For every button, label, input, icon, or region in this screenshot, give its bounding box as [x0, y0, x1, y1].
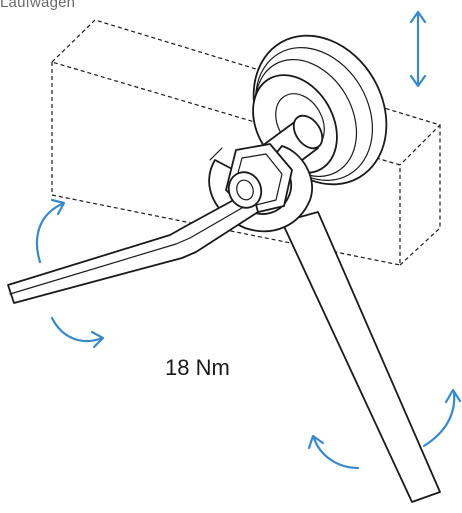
- curved-rotate-arrow-icon: [35, 198, 66, 264]
- curved-rotate-arrow-icon: [50, 316, 105, 349]
- curved-rotate-arrow-icon: [422, 388, 462, 448]
- torque-label: 18 Nm: [165, 355, 230, 380]
- hex-key: [7, 171, 263, 304]
- figure-caption: Laufwagen: [0, 0, 76, 11]
- vertical-double-arrow-icon: [409, 10, 427, 88]
- curved-rotate-arrow-icon: [307, 434, 360, 470]
